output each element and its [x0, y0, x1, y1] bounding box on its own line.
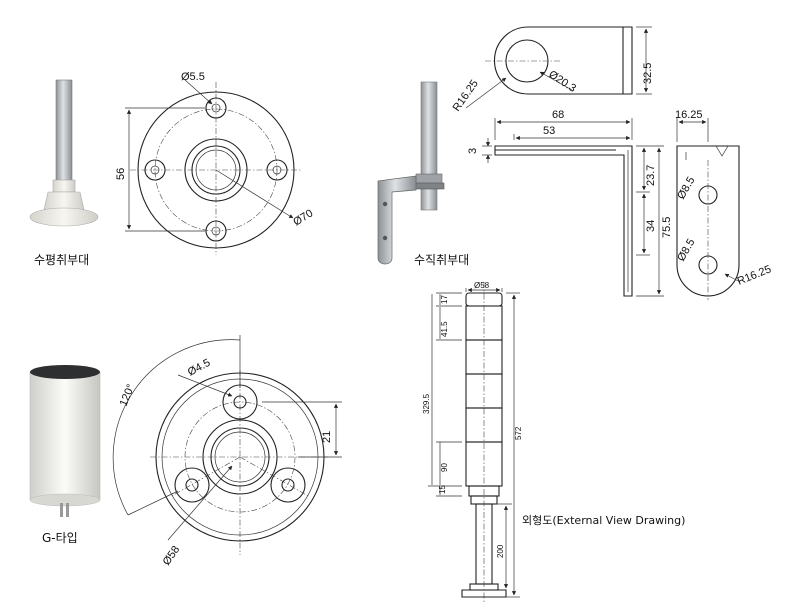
base-outer-dia-label: Ø70: [291, 207, 315, 228]
bracket-front-view: [676, 118, 741, 300]
g-type-caption: G-타입: [42, 531, 78, 545]
horizontal-base-drawing: [125, 79, 302, 255]
tower-total-label: 572: [514, 426, 523, 440]
bracket-hole-a-label: Ø8.5: [675, 175, 697, 202]
bracket-height-total-label: 75.5: [661, 217, 673, 238]
bracket-hole-b-label: Ø8.5: [675, 237, 697, 264]
bracket-hole-label: Ø20.3: [546, 68, 578, 94]
bracket-thickness-label: 3: [467, 148, 479, 154]
tower-module-label: 41.5: [440, 321, 449, 337]
g-type-photo: [29, 365, 101, 517]
bracket-front-width-label: 16.25: [675, 109, 703, 121]
tower-base-gap-label: 15: [438, 485, 447, 494]
bracket-length-inner-label: 53: [543, 125, 555, 137]
g-type-hole-label: Ø4.5: [186, 357, 213, 379]
bracket-height-b-label: 34: [645, 220, 657, 232]
g-type-angle-label: 120°: [118, 383, 138, 409]
bracket-side-view: [482, 118, 664, 297]
tower-external-view: [428, 282, 520, 603]
external-view-caption: 외형도(External View Drawing): [522, 514, 685, 527]
tower-body-label: 329.5: [422, 393, 431, 414]
base-height-label: 56: [115, 168, 127, 180]
tower-base-module-label: 90: [440, 463, 449, 472]
tower-top-dia-label: Ø58: [474, 281, 490, 290]
base-hole-dia-label: Ø5.5: [181, 71, 205, 83]
bracket-radius-label: R16.25: [451, 78, 481, 114]
bracket-height-a-label: 23.7: [645, 165, 657, 186]
bracket-length-total-label: 68: [552, 109, 564, 121]
bracket-front-radius-label: R16.25: [736, 263, 773, 287]
g-type-outer-dia-label: Ø58: [161, 544, 183, 568]
g-type-offset-label: 21: [321, 431, 333, 443]
tower-pole-label: 200: [496, 544, 505, 558]
bracket-width-label: 32.5: [642, 63, 654, 84]
bracket-top-view: [465, 26, 652, 109]
horizontal-mount-photo: [29, 79, 99, 227]
horizontal-mount-caption: 수평취부대: [34, 253, 89, 267]
g-type-base-drawing: [112, 335, 342, 555]
tower-cap-label: 17: [440, 295, 449, 304]
vertical-mount-caption: 수직취부대: [414, 253, 469, 267]
vertical-mount-photo: [377, 81, 445, 265]
